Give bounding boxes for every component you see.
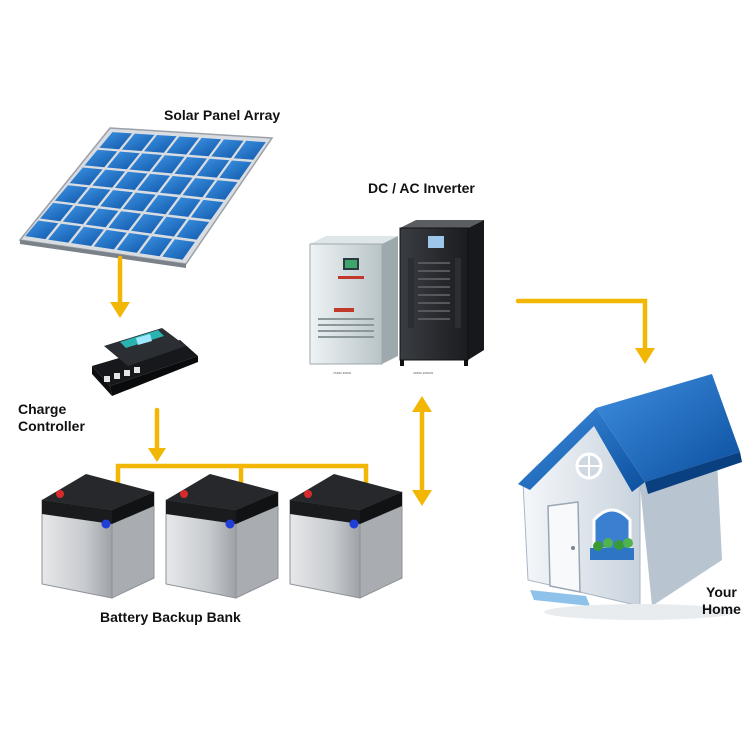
arrowhead-down-battery-side [412,490,432,506]
your-home-label-line2: Home [702,601,741,618]
solar-panel-icon [20,128,272,268]
arrowhead-down-battery [148,448,166,462]
svg-text:15KW-40KW: 15KW-40KW [333,371,351,375]
arrowhead-down-home [635,348,655,364]
arrowhead-up-inverter [412,396,432,412]
your-home-label: Your Home [702,584,741,618]
battery-icon [290,474,402,598]
battery-icon [166,474,278,598]
charge-controller-label-line1: Charge [18,401,85,418]
inverter-cabinet-icon: 15KW-40KW 40KW-200KW [310,220,484,375]
your-home-label-line1: Your [702,584,741,601]
charge-controller-icon [92,328,198,396]
charge-controller-label: Charge Controller [18,401,85,435]
arrowhead-down-controller [110,302,130,318]
svg-text:40KW-200KW: 40KW-200KW [413,371,433,375]
inverter-cabinet-light: 15KW-40KW [310,236,398,375]
battery-bank [42,474,402,598]
battery-backup-bank-label: Battery Backup Bank [100,609,241,626]
battery-icon [42,474,154,598]
connector-inverter-to-home [518,301,645,350]
solar-panel-array-label: Solar Panel Array [164,107,280,124]
house-door [548,502,580,592]
charge-controller-label-line2: Controller [18,418,85,435]
inverter-cabinet-dark: 40KW-200KW [400,220,484,375]
dc-ac-inverter-label: DC / AC Inverter [368,180,475,197]
